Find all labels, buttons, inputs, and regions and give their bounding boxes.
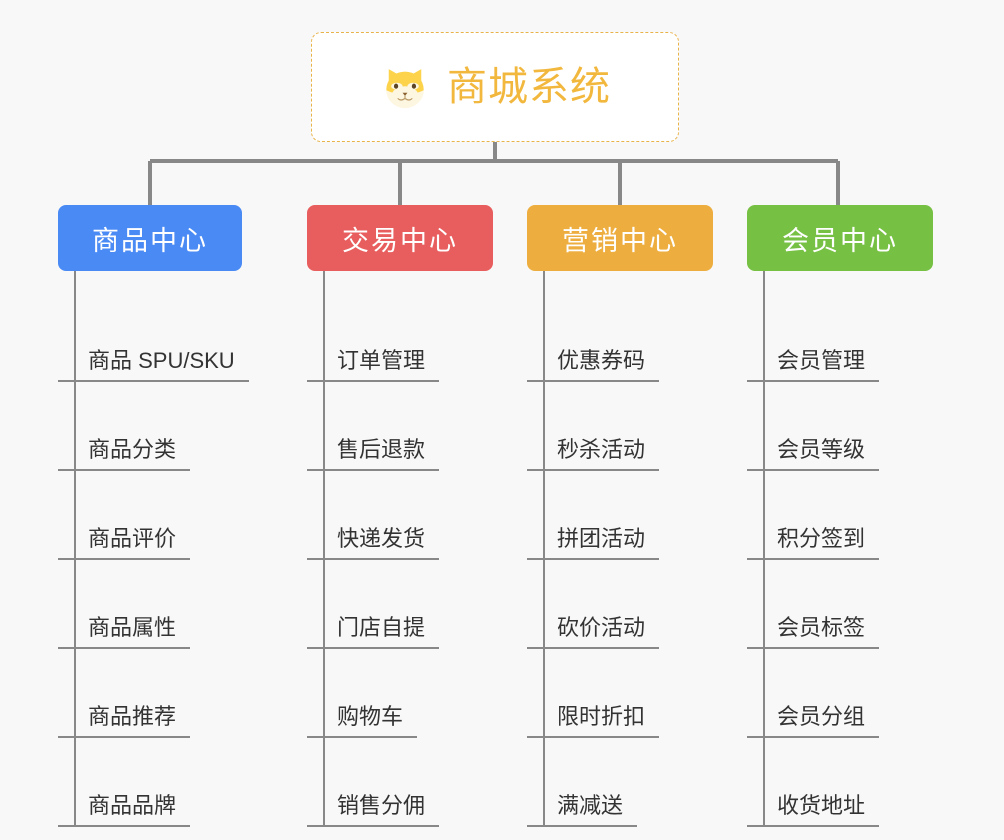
leaf-label: 商品评价 (58, 526, 191, 560)
leaf-label: 商品属性 (58, 615, 191, 649)
branch-header-0[interactable]: 商品中心 (58, 205, 242, 271)
leaf-label: 会员标签 (747, 615, 880, 649)
list-item[interactable]: 订单管理 (307, 293, 503, 382)
leaf-label: 快递发货 (307, 526, 440, 560)
leaf-label: 商品推荐 (58, 704, 191, 738)
leaf-label: 商品分类 (58, 437, 191, 471)
leaf-label: 优惠券码 (527, 348, 660, 382)
leaf-label: 满减送 (527, 793, 638, 827)
list-item[interactable]: 商品推荐 (58, 649, 290, 738)
list-item[interactable]: 拼团活动 (527, 471, 723, 560)
list-item[interactable]: 优惠券码 (527, 293, 723, 382)
leaf-label: 会员管理 (747, 348, 880, 382)
leaf-label: 商品 SPU/SKU (58, 348, 249, 382)
leaf-label: 订单管理 (307, 348, 440, 382)
list-item[interactable]: 商品品牌 (58, 738, 290, 827)
list-item[interactable]: 门店自提 (307, 560, 503, 649)
branch-trunk-2 (543, 271, 545, 827)
list-item[interactable]: 限时折扣 (527, 649, 723, 738)
list-item[interactable]: 销售分佣 (307, 738, 503, 827)
list-item[interactable]: 会员标签 (747, 560, 943, 649)
branch-body-3: 会员管理 会员等级 积分签到 会员标签 会员分组 收货地址 (747, 271, 943, 827)
list-item[interactable]: 砍价活动 (527, 560, 723, 649)
branch-column-2: 营销中心 优惠券码 秒杀活动 拼团活动 砍价活动 限时折扣 满减送 (527, 205, 723, 827)
leaf-label: 商品品牌 (58, 793, 191, 827)
list-item[interactable]: 商品属性 (58, 560, 290, 649)
branch-trunk-0 (74, 271, 76, 827)
leaf-label: 售后退款 (307, 437, 440, 471)
branch-trunk-1 (323, 271, 325, 827)
list-item[interactable]: 购物车 (307, 649, 503, 738)
shiba-dog-face-icon (386, 69, 424, 109)
list-item[interactable]: 售后退款 (307, 382, 503, 471)
branch-header-3[interactable]: 会员中心 (747, 205, 933, 271)
root-title: 商城系统 (447, 65, 611, 109)
leaf-label: 门店自提 (307, 615, 440, 649)
branch-header-label-1: 交易中心 (342, 225, 458, 256)
list-item[interactable]: 会员管理 (747, 293, 943, 382)
leaf-label: 会员等级 (747, 437, 880, 471)
leaf-label: 购物车 (307, 704, 418, 738)
leaf-label: 会员分组 (747, 704, 880, 738)
branch-column-1: 交易中心 订单管理 售后退款 快递发货 门店自提 购物车 销售分佣 (307, 205, 503, 827)
list-item[interactable]: 收货地址 (747, 738, 943, 827)
list-item[interactable]: 商品评价 (58, 471, 290, 560)
list-item[interactable]: 会员等级 (747, 382, 943, 471)
list-item[interactable]: 商品分类 (58, 382, 290, 471)
branch-header-label-0: 商品中心 (92, 225, 208, 256)
branch-header-label-2: 营销中心 (562, 225, 678, 256)
branch-header-1[interactable]: 交易中心 (307, 205, 493, 271)
leaf-label: 限时折扣 (527, 704, 660, 738)
list-item[interactable]: 会员分组 (747, 649, 943, 738)
leaf-label: 积分签到 (747, 526, 880, 560)
branch-header-label-3: 会员中心 (782, 225, 898, 256)
list-item[interactable]: 快递发货 (307, 471, 503, 560)
leaf-label: 收货地址 (747, 793, 880, 827)
branch-column-0: 商品中心 商品 SPU/SKU 商品分类 商品评价 商品属性 商品推荐 商品品牌 (58, 205, 290, 827)
branch-header-2[interactable]: 营销中心 (527, 205, 713, 271)
branch-trunk-3 (763, 271, 765, 827)
leaf-label: 秒杀活动 (527, 437, 660, 471)
branch-column-3: 会员中心 会员管理 会员等级 积分签到 会员标签 会员分组 收货地址 (747, 205, 943, 827)
list-item[interactable]: 积分签到 (747, 471, 943, 560)
root-node[interactable]: 商城系统 (311, 32, 679, 142)
branch-body-2: 优惠券码 秒杀活动 拼团活动 砍价活动 限时折扣 满减送 (527, 271, 723, 827)
leaf-label: 销售分佣 (307, 793, 440, 827)
list-item[interactable]: 满减送 (527, 738, 723, 827)
list-item[interactable]: 秒杀活动 (527, 382, 723, 471)
branch-body-0: 商品 SPU/SKU 商品分类 商品评价 商品属性 商品推荐 商品品牌 (58, 271, 290, 827)
leaf-label: 砍价活动 (527, 615, 660, 649)
branch-body-1: 订单管理 售后退款 快递发货 门店自提 购物车 销售分佣 (307, 271, 503, 827)
leaf-label: 拼团活动 (527, 526, 660, 560)
list-item[interactable]: 商品 SPU/SKU (58, 293, 290, 382)
